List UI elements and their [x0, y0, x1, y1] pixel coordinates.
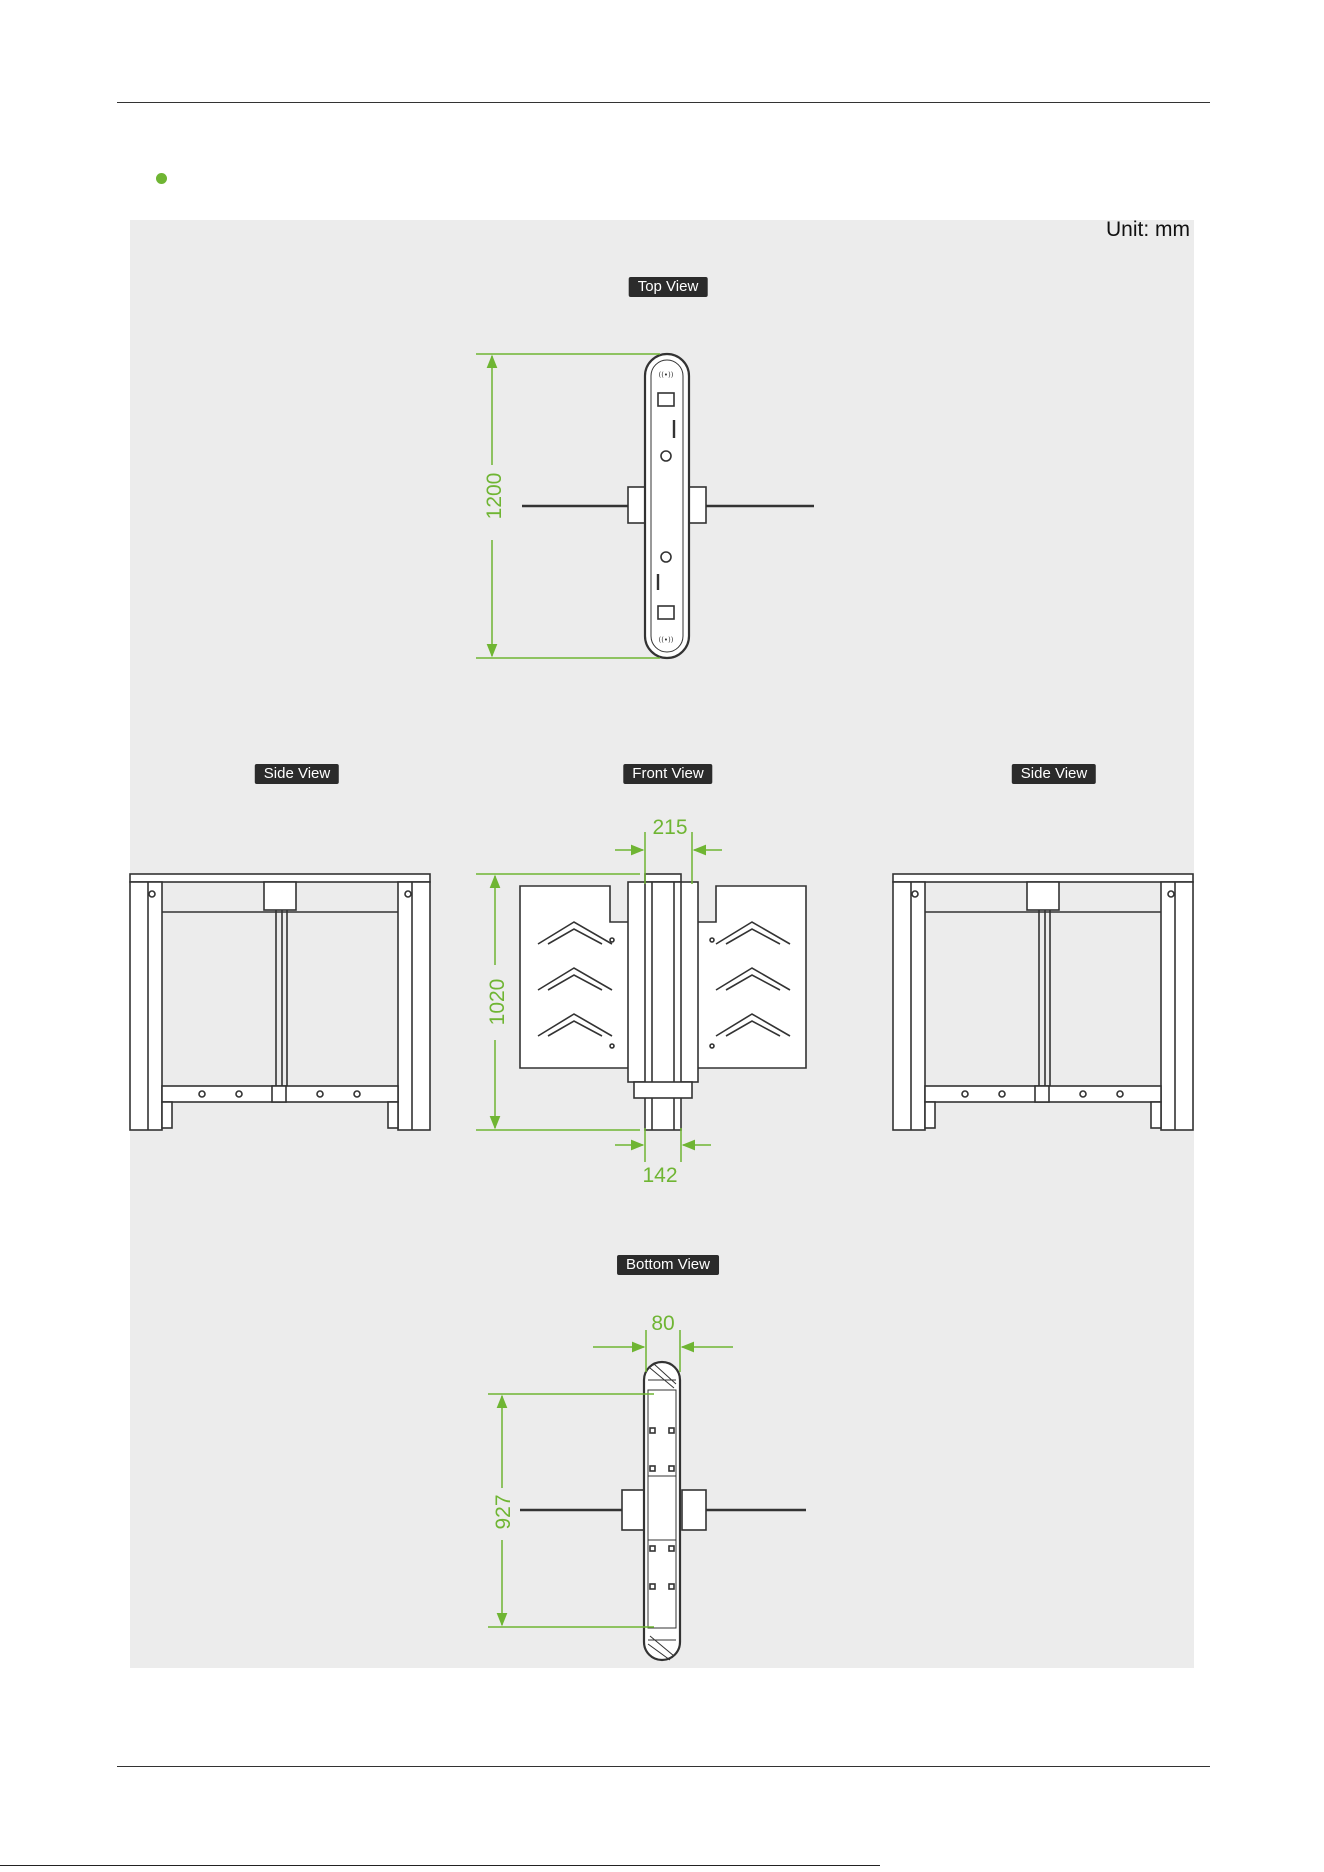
svg-text:((•)): ((•)): [658, 636, 673, 644]
front-view-drawing: [520, 874, 806, 1130]
top-view-drawing: ((•)) ((•)): [522, 354, 814, 658]
front-base-width-value: 142: [642, 1164, 677, 1187]
top-length-value: 1200: [483, 473, 506, 520]
front-top-width-value: 215: [652, 816, 687, 839]
side-view-left-drawing: [130, 874, 430, 1130]
bottom-dimensions: [488, 1330, 733, 1627]
side-view-right-drawing: [893, 874, 1193, 1130]
bottom-length-value: 927: [492, 1494, 515, 1529]
page-bottom-rule: [0, 1865, 880, 1866]
front-height-value: 1020: [486, 979, 509, 1026]
footer-rule: [117, 1766, 1210, 1767]
svg-text:((•)): ((•)): [658, 371, 673, 379]
bottom-view-drawing: [520, 1362, 806, 1660]
bottom-width-value: 80: [651, 1312, 674, 1335]
